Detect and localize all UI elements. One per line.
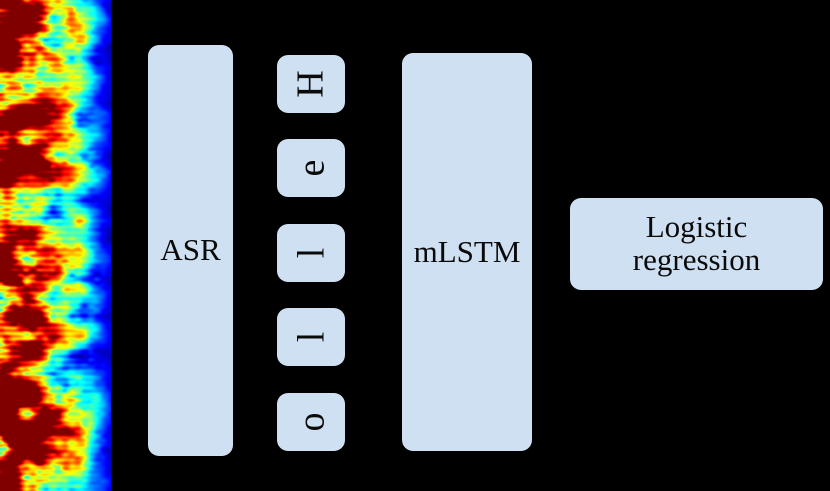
token-box-2[interactable]: e [277,139,345,197]
spectrogram-canvas [0,0,111,491]
token-glyph-4: l [290,331,332,343]
token-glyph-2: e [290,159,332,177]
logistic-regression-block[interactable]: Logistic regression [570,198,823,290]
mlstm-block[interactable]: mLSTM [402,53,532,451]
token-box-5[interactable]: o [277,393,345,451]
token-glyph-3: l [290,247,332,259]
mlstm-block-label: mLSTM [413,233,521,269]
asr-block[interactable]: ASR [148,45,233,456]
character-token-column: H e l l o [277,55,345,451]
token-glyph-1: H [289,70,332,98]
asr-block-label: ASR [160,232,221,268]
token-box-3[interactable]: l [277,224,345,282]
spectrogram-image [0,0,111,491]
token-box-1[interactable]: H [277,55,345,113]
logistic-regression-block-label: Logistic regression [632,209,761,277]
token-box-4[interactable]: l [277,308,345,366]
token-glyph-5: o [290,412,332,432]
